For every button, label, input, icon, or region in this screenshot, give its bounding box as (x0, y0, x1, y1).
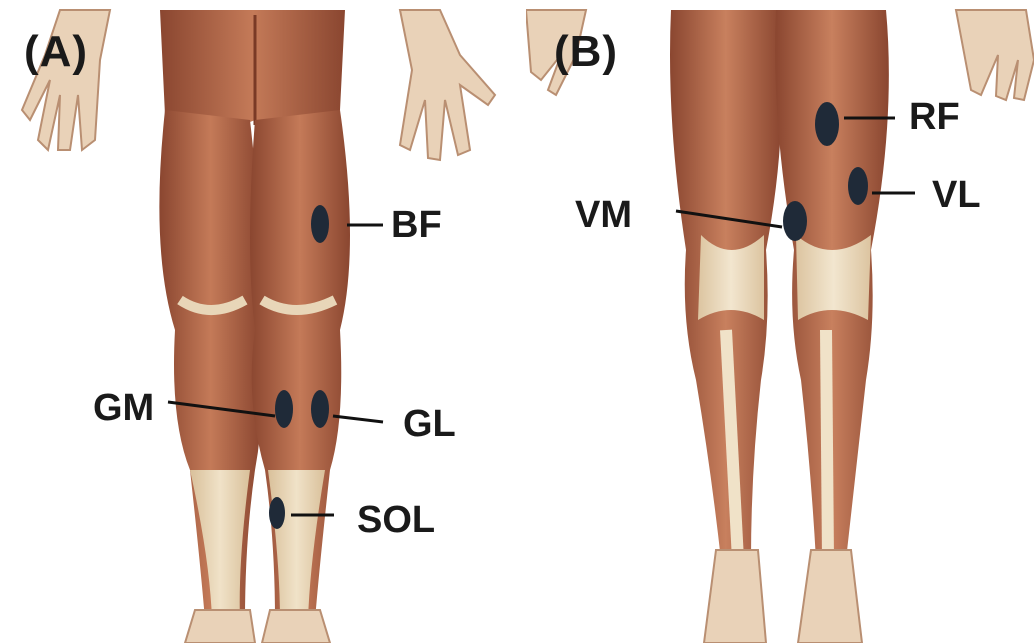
gl-leader-line (333, 416, 383, 422)
rf-electrode-marker (815, 102, 839, 146)
vm-electrode-marker (783, 201, 807, 241)
posterior-legs-illustration (0, 0, 512, 643)
feet (185, 610, 330, 643)
vm-label: VM (575, 196, 632, 234)
left-leg (670, 10, 782, 560)
bf-label: BF (391, 206, 442, 244)
right-leg (775, 10, 889, 560)
vl-electrode-marker (848, 167, 868, 205)
panel-divider (512, 0, 526, 643)
vl-label: VL (932, 176, 981, 214)
panel-b-anterior-legs: (B) RF VL VM (526, 0, 1034, 643)
panel-a-label: (A) (24, 30, 88, 74)
left-leg (159, 110, 261, 620)
right-hand (956, 10, 1034, 100)
panel-b-label: (B) (554, 30, 618, 74)
sol-electrode-marker (269, 497, 285, 529)
gm-label: GM (93, 389, 154, 427)
gl-electrode-marker (311, 390, 329, 428)
gm-electrode-marker (275, 390, 293, 428)
panel-a-posterior-legs: (A) BF GM GL SOL (0, 0, 512, 643)
gluteal-region (160, 10, 345, 129)
gl-marker-group (311, 390, 383, 428)
sol-label: SOL (357, 501, 435, 539)
rf-label: RF (909, 98, 960, 136)
right-leg (250, 110, 350, 620)
right-hand (400, 10, 495, 160)
bf-electrode-marker (311, 205, 329, 243)
gl-label: GL (403, 405, 456, 443)
feet (704, 550, 862, 643)
